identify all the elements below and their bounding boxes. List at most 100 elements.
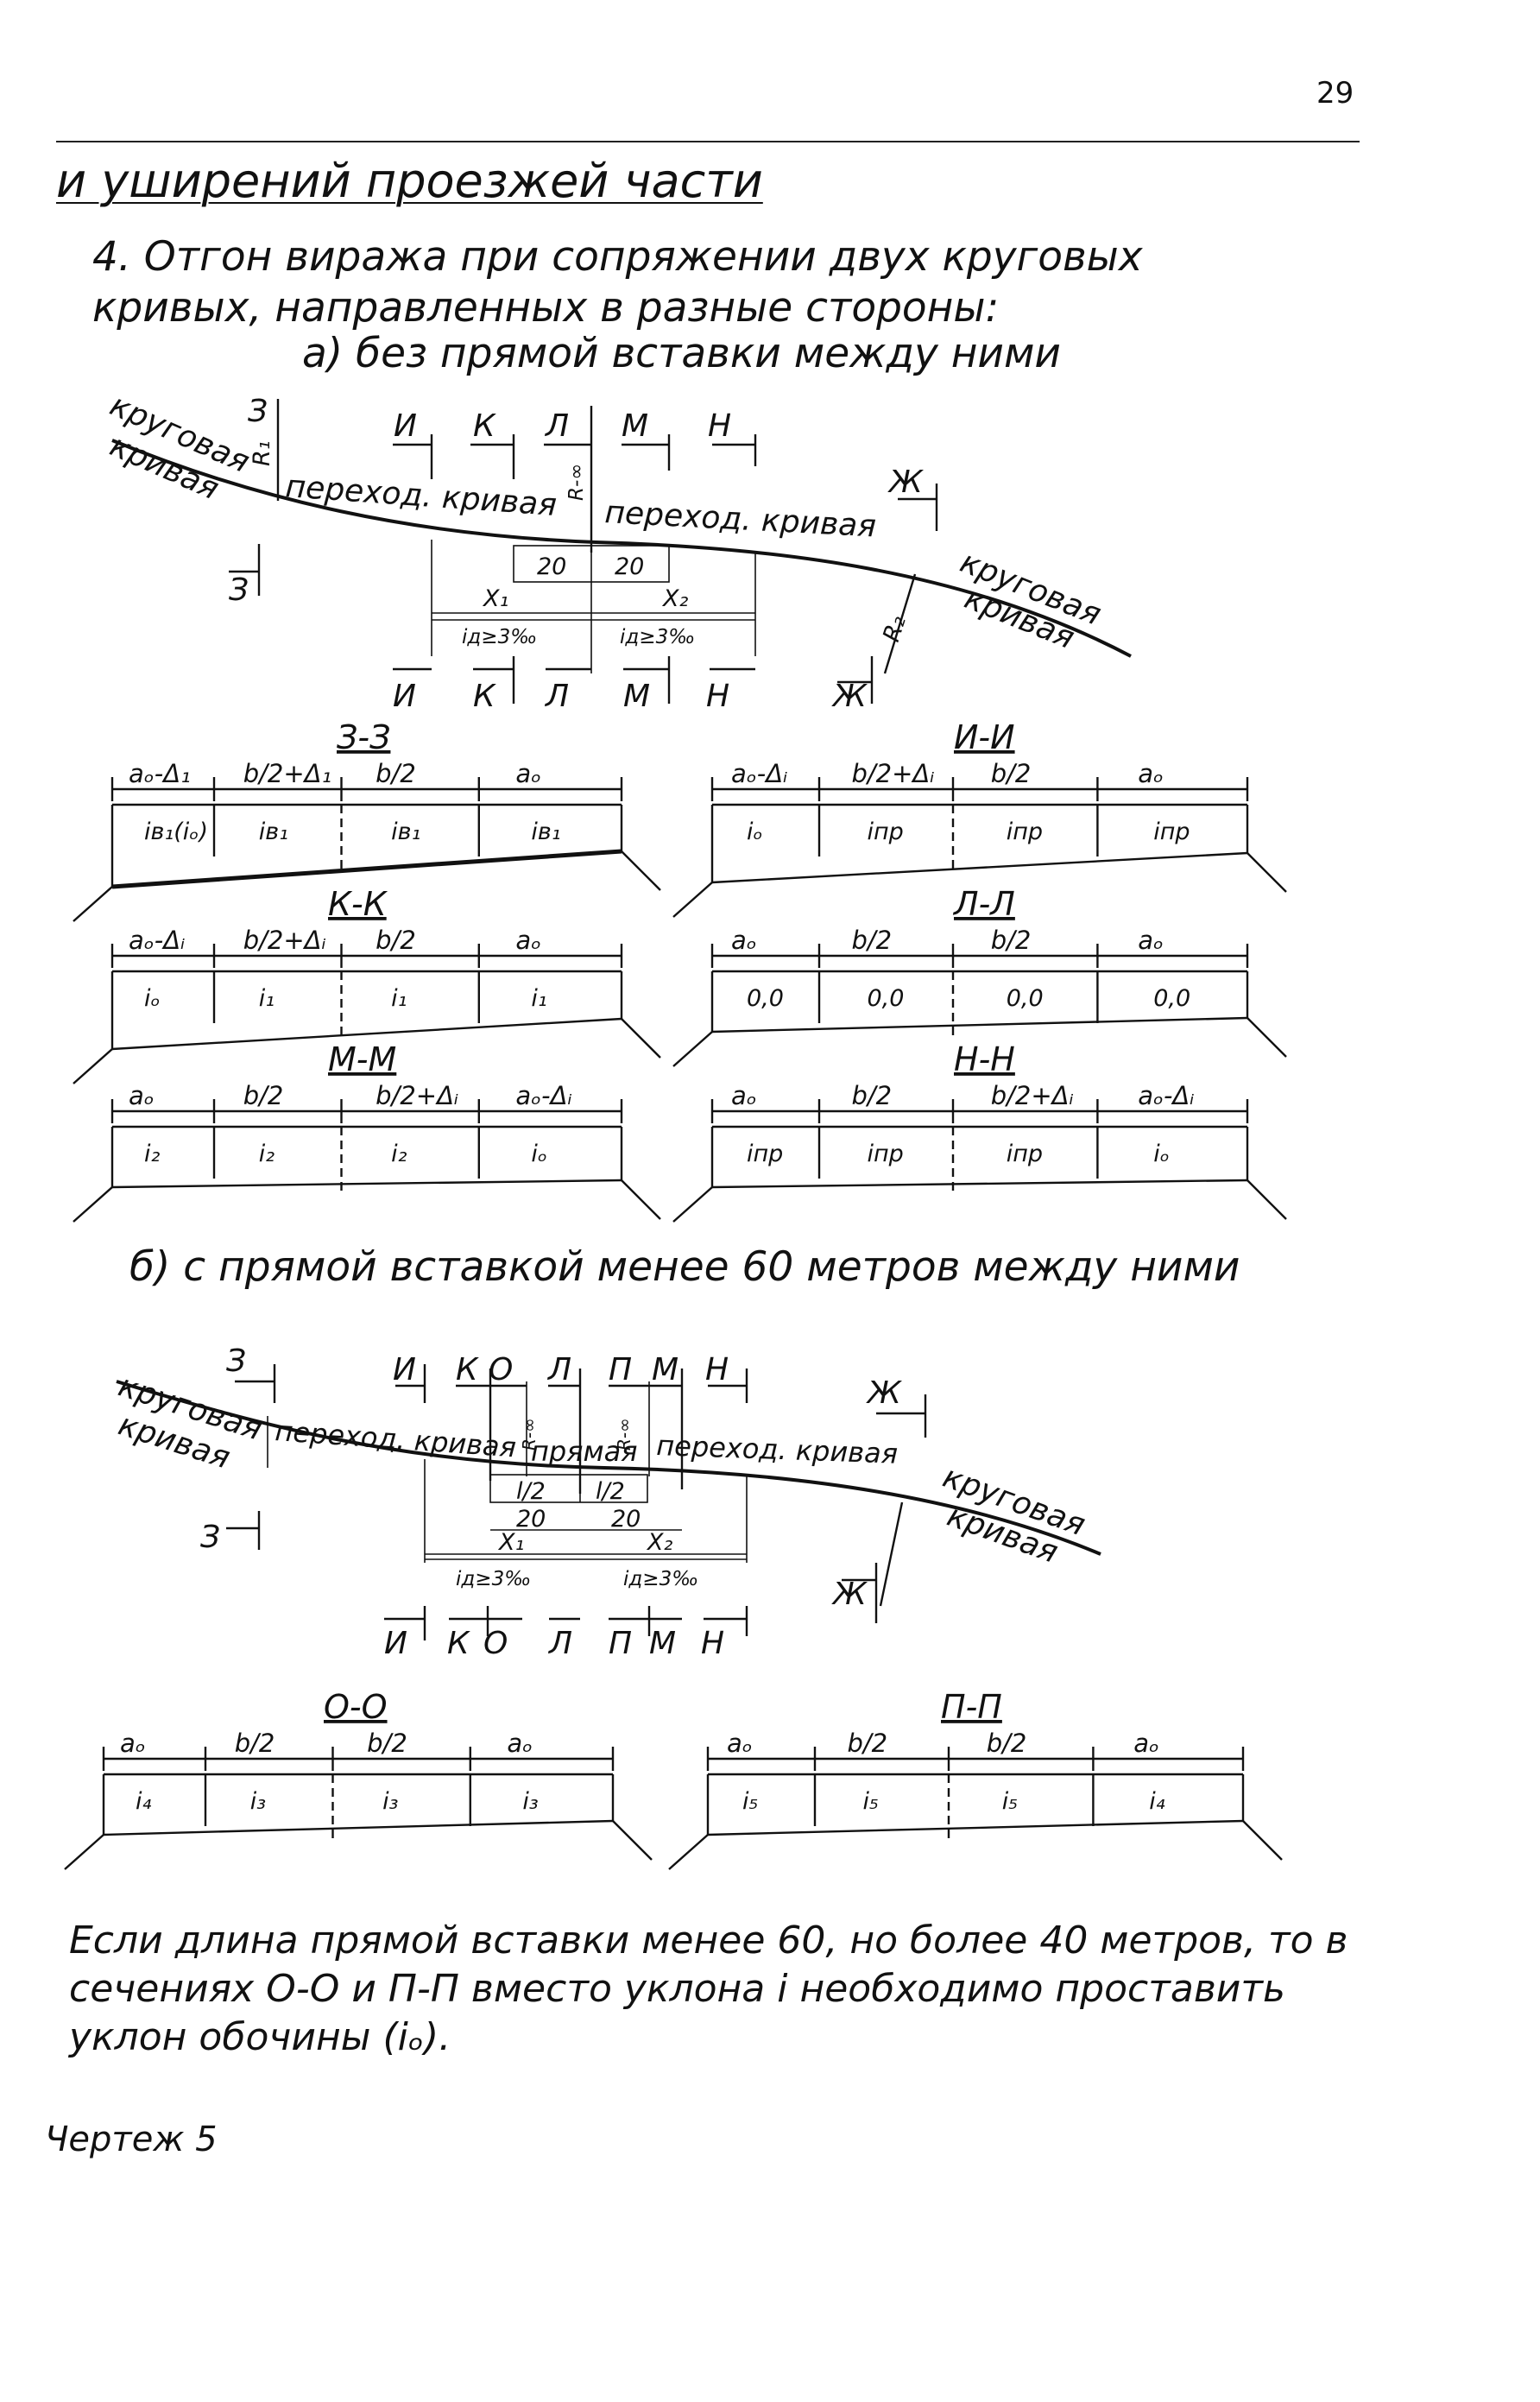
dim-label: b/2 <box>852 926 893 955</box>
dim-label: aₒ <box>727 1729 753 1758</box>
dim-label: b/2 <box>852 1081 893 1110</box>
mark-i-bottom-b: И <box>384 1626 407 1661</box>
dim-label: b/2+Δ₁ <box>243 759 331 788</box>
slope-label: i₅ <box>863 1788 879 1815</box>
mark-zh-bottom: Ж <box>831 679 868 714</box>
slope-label: i₂ <box>391 1141 407 1167</box>
road-axis-a <box>111 439 1132 658</box>
dim-label: aₒ-Δᵢ <box>515 1081 571 1110</box>
slope-label: i₃ <box>250 1788 266 1815</box>
transition-right-b: переход. кривая <box>656 1429 899 1470</box>
dim-label: aₒ-Δ₁ <box>129 759 191 788</box>
mark-n-top: Н <box>708 408 731 444</box>
dim-label: b/2+Δᵢ <box>991 1081 1074 1110</box>
subtitle-b: б) с прямой вставкой менее 60 метров меж… <box>129 1243 1240 1291</box>
x2-b: X₂ <box>646 1529 672 1556</box>
slope-label: iₒ <box>747 819 763 845</box>
mark-i-bottom: И <box>393 679 416 714</box>
mark-n-bottom: Н <box>706 679 729 714</box>
slope-label: iпр <box>747 1141 783 1167</box>
slope-label: 0,0 <box>1153 985 1190 1012</box>
slope-label: i₁ <box>391 985 407 1012</box>
mark-k-top-b: К <box>456 1352 479 1387</box>
plan-b: круговая кривая круговая кривая переход.… <box>114 1343 1101 1661</box>
dim-label: aₒ <box>731 926 757 955</box>
mark-p-top-b: П <box>609 1352 632 1387</box>
slope-label: iв₁ <box>391 819 420 845</box>
x2-a: X₂ <box>661 585 688 612</box>
slope-label: iпр <box>868 819 904 845</box>
section-title: З-З <box>337 718 390 756</box>
slope-left-a: iд≥3‰ <box>462 626 537 648</box>
section-title: И-И <box>954 718 1015 756</box>
dim-label: aₒ <box>129 1081 155 1110</box>
slope-left-b: iд≥3‰ <box>456 1568 531 1590</box>
dim-label: b/2 <box>987 1729 1027 1758</box>
slope-label: i₂ <box>259 1141 275 1167</box>
mark-zh-bottom-b: Ж <box>831 1577 868 1612</box>
radius-1: R₁ <box>249 440 275 466</box>
slope-label: i₃ <box>382 1788 398 1815</box>
section-title: П-П <box>941 1688 1002 1726</box>
dim-label: b/2 <box>991 759 1032 788</box>
mark-m-bottom-b: М <box>649 1626 676 1661</box>
dim-label: aₒ <box>1133 1729 1159 1758</box>
dim-label: b/2 <box>376 926 416 955</box>
mark-k-top: К <box>473 408 496 444</box>
dim-20-left-b: 20 <box>516 1506 546 1533</box>
dim-label: b/2 <box>991 926 1032 955</box>
mark-i-top-b: И <box>393 1352 416 1387</box>
slope-label: i₁ <box>531 985 546 1012</box>
slope-label: iв₁ <box>531 819 560 845</box>
slope-label: iₒ <box>1153 1141 1170 1167</box>
slope-label: iₒ <box>144 985 161 1012</box>
page-number: 29 <box>1316 76 1354 111</box>
dim-label: aₒ-Δᵢ <box>129 926 185 955</box>
mark-l-top-b: Л <box>546 1352 571 1387</box>
plan-a: круговая кривая круговая кривая переход.… <box>104 388 1132 714</box>
slope-label: i₅ <box>1002 1788 1018 1815</box>
item-title: 4. Отгон виража при сопряжении двух круг… <box>92 233 1143 332</box>
dim-label: aₒ <box>507 1729 533 1758</box>
dim-label: aₒ <box>731 1081 757 1110</box>
slope-label: iпр <box>1153 819 1190 845</box>
dim-20-right-a: 20 <box>615 553 644 580</box>
mark-m-top: М <box>622 408 648 444</box>
dim-20-left-a: 20 <box>537 553 566 580</box>
mark-i-top: И <box>394 408 417 444</box>
slope-label: 0,0 <box>747 985 784 1012</box>
dim-label: aₒ <box>1138 926 1164 955</box>
transition-left-b: переход. кривая <box>274 1414 517 1463</box>
x1-a: X₁ <box>482 585 508 612</box>
dim-label: b/2 <box>235 1729 275 1758</box>
mark-zh-top-b: Ж <box>866 1375 903 1411</box>
mark-l-bottom-b: Л <box>547 1626 572 1661</box>
road-axis-b <box>116 1380 1101 1556</box>
slope-label: 0,0 <box>1007 985 1044 1012</box>
mark-p-bottom-b: П <box>609 1626 632 1661</box>
mark-l-bottom: Л <box>544 679 569 714</box>
dim-label: b/2 <box>376 759 416 788</box>
radius-2: R₂ <box>878 612 912 645</box>
mark-z-top-b: З <box>226 1343 246 1379</box>
section-title: О-О <box>324 1688 388 1726</box>
slope-right-b: iд≥3‰ <box>623 1568 698 1590</box>
mark-zh-top: Ж <box>887 465 925 500</box>
section-title: К-К <box>328 885 388 923</box>
figure-caption: Чертеж 5 <box>45 2120 218 2159</box>
half-l-right: l/2 <box>596 1478 625 1505</box>
footnote: Если длина прямой вставки менее 60, но б… <box>69 1918 1348 2059</box>
section-title: М-М <box>328 1040 396 1078</box>
slope-label: iпр <box>1007 1141 1043 1167</box>
dim-label: b/2+Δᵢ <box>243 926 326 955</box>
section-title: Н-Н <box>954 1040 1015 1078</box>
mark-m-top-b: М <box>652 1352 678 1387</box>
mark-n-top-b: Н <box>705 1352 729 1387</box>
dim-label: aₒ-Δᵢ <box>1138 1081 1194 1110</box>
